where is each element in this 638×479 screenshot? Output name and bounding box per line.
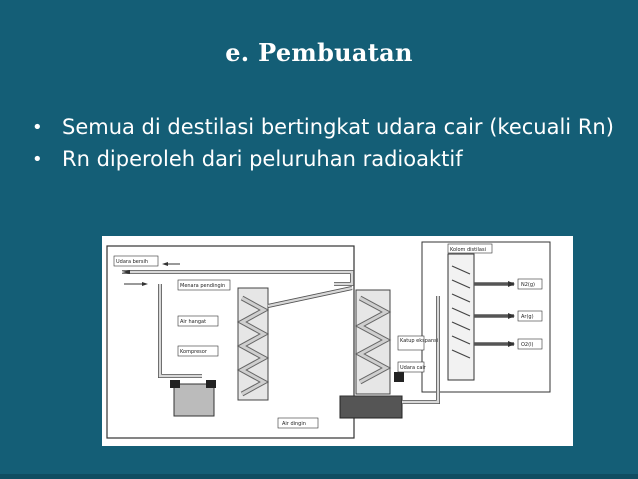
label-katup-ekspansi: Katup ekspansi bbox=[400, 338, 438, 344]
label-air-dingin: Air dingin bbox=[282, 421, 306, 427]
diagram-frame-left bbox=[106, 245, 355, 439]
inlet-arrow-icon bbox=[142, 282, 148, 286]
bullet-text: Rn diperoleh dari peluruhan radioaktif bbox=[62, 147, 463, 171]
label-menara-pendingin: Menara pendingin bbox=[180, 283, 225, 289]
label-o2: O2(l) bbox=[521, 342, 533, 348]
outlet-arrow-icon bbox=[508, 281, 515, 287]
diagram-svg: Udara bersih Menara pendingin Air hangat… bbox=[106, 241, 551, 439]
expansion-valve-icon bbox=[394, 372, 404, 382]
air-distillation-diagram: Udara bersih Menara pendingin Air hangat… bbox=[102, 236, 573, 446]
outlet-arrow-icon bbox=[508, 313, 515, 319]
slide-title: e. Pembuatan bbox=[225, 38, 413, 67]
bullet-item: • Semua di destilasi bertingkat udara ca… bbox=[28, 114, 618, 141]
bullet-text: Semua di destilasi bertingkat udara cair… bbox=[62, 115, 614, 139]
top-return-pipe bbox=[122, 270, 354, 286]
bullet-list: • Semua di destilasi bertingkat udara ca… bbox=[28, 114, 618, 178]
outlet-arrow-icon bbox=[508, 341, 515, 347]
label-kolom-distilasi: Kolom distilasi bbox=[450, 247, 486, 253]
bullet-icon: • bbox=[32, 149, 43, 170]
compressor-motor-icon bbox=[170, 380, 180, 388]
compressor-tank bbox=[173, 383, 215, 417]
left-pipe bbox=[158, 284, 202, 378]
label-udara-cair: Udara cair bbox=[400, 365, 427, 371]
label-air-hangat: Air hangat bbox=[180, 319, 206, 325]
inlet-arrow-icon bbox=[122, 270, 130, 274]
liquid-air-trough bbox=[339, 395, 403, 419]
label-udara-bersih: Udara bersih bbox=[116, 259, 148, 265]
bullet-icon: • bbox=[32, 117, 43, 138]
flow-arrow-icon bbox=[162, 262, 168, 266]
label-kompresor: Kompresor bbox=[180, 349, 208, 355]
column-trays bbox=[451, 265, 471, 359]
distillation-column bbox=[447, 253, 475, 381]
label-n2: N2(g) bbox=[521, 282, 535, 288]
bottom-strip bbox=[0, 474, 638, 479]
diagram-frame-right bbox=[421, 241, 551, 393]
label-ar: Ar(g) bbox=[521, 314, 534, 320]
bullet-item: • Rn diperoleh dari peluruhan radioaktif bbox=[28, 146, 618, 173]
